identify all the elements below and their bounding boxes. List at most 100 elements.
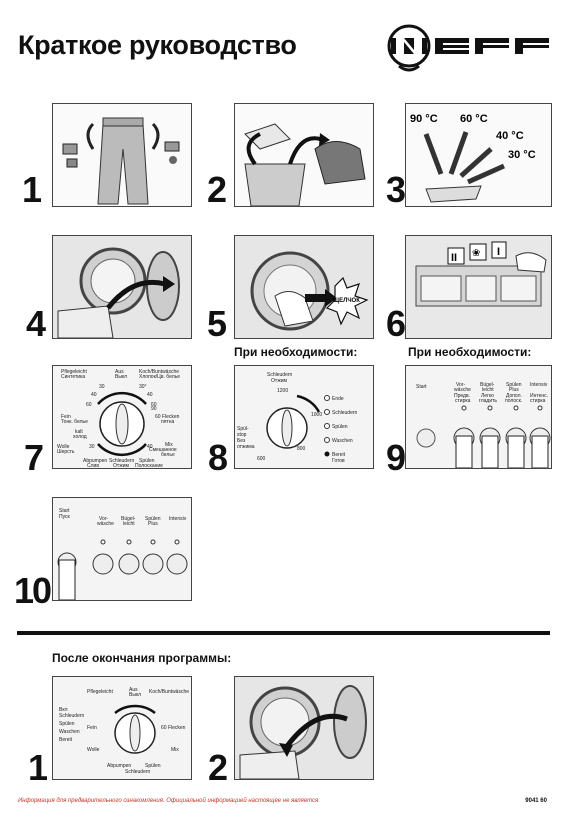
svg-text:Предв.: Предв. — [454, 393, 470, 399]
svg-text:Ende: Ende — [332, 396, 344, 402]
svg-text:отжима: отжима — [237, 444, 255, 450]
page-title: Краткое руководство — [18, 30, 297, 60]
unload-laundry-image — [234, 676, 374, 780]
step-number: 8 — [208, 437, 228, 478]
svg-text:Pflegeleicht: Pflegeleicht — [87, 689, 113, 695]
svg-text:Abpumpen: Abpumpen — [83, 458, 107, 464]
svg-text:Bereit: Bereit — [59, 737, 73, 743]
svg-text:Schleudern: Schleudern — [109, 458, 135, 464]
svg-text:Spülen: Spülen — [332, 424, 348, 430]
svg-text:Синтетика: Синтетика — [61, 374, 85, 380]
svg-text:Вкл: Вкл — [59, 707, 68, 713]
step-1-image — [52, 103, 192, 207]
svg-text:Spülen: Spülen — [139, 458, 155, 464]
compartment-i: I — [497, 246, 500, 258]
svg-text:Готов: Готов — [332, 458, 345, 464]
step-number: 2 — [207, 169, 227, 210]
temp-30: 30 °C — [508, 149, 536, 161]
svg-text:Pflegeleicht: Pflegeleicht — [61, 369, 87, 375]
svg-text:Spülen: Spülen — [59, 721, 75, 727]
svg-text:Start: Start — [59, 508, 70, 514]
compartment-softener: ❀ — [472, 248, 480, 259]
svg-text:leicht: leicht — [482, 387, 494, 393]
svg-text:Хлопок/Цв. белье: Хлопок/Цв. белье — [139, 374, 180, 380]
svg-text:Aus: Aus — [115, 369, 124, 375]
svg-text:60: 60 — [151, 402, 157, 408]
svg-text:Intensiv: Intensiv — [169, 516, 187, 522]
svg-text:40: 40 — [147, 444, 153, 450]
svg-text:Mix: Mix — [171, 747, 179, 753]
click-callout: ЩЕЛЧОК — [333, 298, 360, 304]
svg-text:Waschen: Waschen — [59, 729, 80, 735]
svg-text:40: 40 — [147, 392, 153, 398]
svg-text:Слив: Слив — [87, 463, 99, 468]
svg-text:Fein: Fein — [87, 725, 97, 731]
svg-text:холод: холод — [73, 434, 87, 440]
svg-text:полоск.: полоск. — [505, 398, 522, 404]
step-5-image: ЩЕЛЧОК — [234, 235, 374, 339]
svg-text:60 Flecken: 60 Flecken — [161, 725, 186, 731]
svg-text:Spülen: Spülen — [145, 516, 161, 522]
if-needed-label: При необходимости: — [234, 345, 358, 359]
svg-text:60: 60 — [86, 402, 92, 408]
svg-text:Wolle: Wolle — [87, 747, 100, 753]
svg-text:Bügel-: Bügel- — [121, 516, 136, 522]
svg-text:стирка: стирка — [455, 398, 471, 404]
svg-text:Полоскание: Полоскание — [135, 463, 163, 468]
svg-text:Schleudern: Schleudern — [125, 769, 151, 775]
svg-text:90: 90 — [151, 406, 157, 412]
svg-text:Без: Без — [237, 438, 246, 444]
step-number: 1 — [28, 747, 48, 788]
svg-text:Выкл: Выкл — [115, 374, 127, 380]
svg-text:40: 40 — [91, 392, 97, 398]
step-number: 7 — [24, 437, 44, 478]
step-6-image: II ❀ I — [405, 235, 552, 339]
step-3-image: 90 °C 60 °C 40 °C 30 °C — [405, 103, 552, 207]
svg-text:Plus: Plus — [148, 521, 158, 527]
footer-disclaimer: Информация для предварительного ознакомл… — [18, 798, 320, 804]
svg-text:60 Flecken: 60 Flecken — [155, 414, 180, 420]
svg-text:Bereit: Bereit — [332, 452, 346, 458]
svg-text:Spül-: Spül- — [237, 426, 249, 432]
step-number: 2 — [208, 747, 228, 788]
svg-text:600: 600 — [257, 456, 266, 462]
svg-text:Интенс.: Интенс. — [530, 393, 548, 399]
svg-text:Легко: Легко — [481, 393, 494, 399]
svg-text:Plus: Plus — [509, 387, 519, 393]
document-code: 9041 60 — [525, 798, 547, 804]
svg-text:Тонк. белье: Тонк. белье — [61, 419, 88, 425]
neff-logo — [383, 22, 553, 74]
step-number: 6 — [386, 303, 406, 344]
svg-text:Aus: Aus — [129, 687, 138, 693]
svg-text:Шерсть: Шерсть — [57, 449, 75, 455]
svg-text:Schleudern: Schleudern — [59, 713, 85, 719]
after-program-label: После окончания программы: — [52, 651, 232, 665]
svg-text:гладить: гладить — [479, 398, 497, 404]
svg-text:1200: 1200 — [277, 388, 288, 394]
svg-text:Смешанное: Смешанное — [149, 447, 177, 453]
svg-text:стирка: стирка — [530, 398, 546, 404]
svg-text:30: 30 — [99, 384, 105, 390]
section-divider — [17, 631, 550, 635]
svg-text:Wolle: Wolle — [57, 444, 70, 450]
temp-40: 40 °C — [496, 130, 524, 142]
svg-text:Bügel-: Bügel- — [480, 382, 495, 388]
svg-text:Schleudern: Schleudern — [267, 372, 293, 378]
svg-text:Koch/Buntwäsche: Koch/Buntwäsche — [149, 689, 189, 695]
svg-text:Spülen: Spülen — [506, 382, 522, 388]
svg-text:Mix: Mix — [165, 442, 173, 448]
svg-text:Vor-: Vor- — [99, 516, 109, 522]
svg-text:wäsche: wäsche — [97, 521, 114, 527]
if-needed-label: При необходимости: — [408, 345, 532, 359]
svg-text:пятна: пятна — [161, 419, 174, 425]
svg-text:Отжим: Отжим — [113, 463, 129, 468]
svg-text:Waschen: Waschen — [332, 438, 353, 444]
svg-text:Vor-: Vor- — [456, 382, 466, 388]
svg-text:30: 30 — [89, 444, 95, 450]
svg-text:stop: stop — [237, 432, 247, 438]
svg-text:1000: 1000 — [311, 412, 322, 418]
